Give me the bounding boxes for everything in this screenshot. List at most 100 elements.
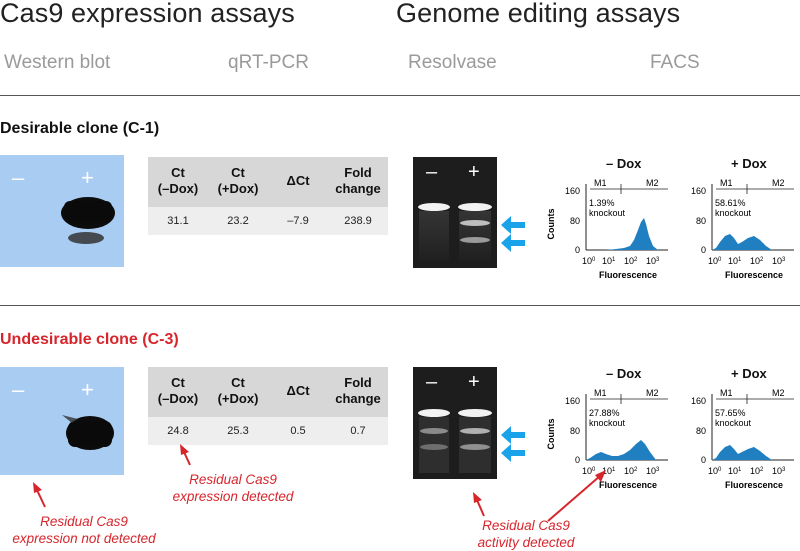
svg-text:M1: M1 xyxy=(594,388,607,398)
plus-sign: + xyxy=(81,165,94,190)
qpcr-value-fold-change: 238.9 xyxy=(344,215,372,227)
minus-sign: – xyxy=(426,161,438,183)
divider-middle xyxy=(0,305,800,306)
svg-text:1.39%: 1.39% xyxy=(589,198,615,208)
svg-text:27.88%: 27.88% xyxy=(589,408,620,418)
svg-text:M1: M1 xyxy=(720,178,733,188)
fluorescence-axis-label: Fluorescence xyxy=(599,480,657,490)
arrow-up-icon xyxy=(33,482,42,493)
note-qpcr-c3: Residual Cas9 expression detected xyxy=(172,472,294,504)
svg-text:102: 102 xyxy=(624,256,638,266)
qpcr-header-delta-ct: ΔCt xyxy=(286,383,310,398)
qpcr-value-row xyxy=(148,417,388,445)
arrow-left-icon xyxy=(501,216,525,234)
qpcr-value-ct-plus: 25.3 xyxy=(227,425,249,437)
clone-title-c1: Desirable clone (C-1) xyxy=(0,120,160,137)
svg-text:103: 103 xyxy=(646,466,660,476)
svg-text:80: 80 xyxy=(696,216,706,226)
svg-text:103: 103 xyxy=(772,256,786,266)
resolvase-gel-c1: – + xyxy=(413,157,497,268)
svg-text:100: 100 xyxy=(582,256,596,266)
fluorescence-axis-label: Fluorescence xyxy=(599,270,657,280)
svg-text:80: 80 xyxy=(570,426,580,436)
svg-text:160: 160 xyxy=(565,396,580,406)
svg-text:58.61%: 58.61% xyxy=(715,198,746,208)
svg-text:103: 103 xyxy=(772,466,786,476)
qpcr-table-c1: Ct (–Dox) Ct (+Dox) ΔCt Fold change 31.1… xyxy=(148,157,388,235)
qpcr-table-c3: Ct (–Dox) Ct (+Dox) ΔCt Fold change 24.8… xyxy=(148,367,388,445)
genome-editing-heading: Genome editing assays xyxy=(396,0,681,28)
facs-plus-dox-label: + Dox xyxy=(731,366,767,381)
svg-text:101: 101 xyxy=(602,466,616,476)
svg-text:M1: M1 xyxy=(720,388,733,398)
qpcr-value-delta-ct: 0.5 xyxy=(290,425,306,437)
qpcr-header-delta-ct: ΔCt xyxy=(286,173,310,188)
qpcr-header-ct-minus: Ct (–Dox) xyxy=(157,165,199,196)
minus-sign: – xyxy=(12,377,25,402)
qrtpcr-subheading: qRT-PCR xyxy=(228,52,309,73)
facs-plot-c1-minus: Counts 160 80 0 M1 M2 1.39% knockout 100… xyxy=(546,178,668,280)
svg-text:100: 100 xyxy=(708,466,722,476)
facs-minus-dox-label: – Dox xyxy=(606,156,642,171)
blue-arrows-c1 xyxy=(501,216,525,252)
svg-text:knockout: knockout xyxy=(589,418,626,428)
plus-sign: + xyxy=(468,371,480,393)
arrow-up-icon xyxy=(473,492,482,503)
arrow-up-icon xyxy=(180,444,189,455)
svg-text:160: 160 xyxy=(565,186,580,196)
qpcr-value-ct-minus: 24.8 xyxy=(167,425,189,437)
minus-sign: – xyxy=(12,165,25,190)
svg-text:100: 100 xyxy=(708,256,722,266)
svg-text:102: 102 xyxy=(624,466,638,476)
western-band-c1 xyxy=(61,197,115,244)
svg-text:M2: M2 xyxy=(646,388,659,398)
svg-text:80: 80 xyxy=(570,216,580,226)
svg-text:M2: M2 xyxy=(772,388,785,398)
facs-plot-c3-minus: Counts 160 80 0 M1 M2 27.88% knockout 10… xyxy=(546,388,668,490)
plus-sign: + xyxy=(468,161,480,183)
svg-text:101: 101 xyxy=(728,466,742,476)
facs-subheading: FACS xyxy=(650,52,700,73)
svg-text:102: 102 xyxy=(750,466,764,476)
qpcr-header-ct-minus: Ct (–Dox) xyxy=(157,375,199,406)
western-blot-c1: – + xyxy=(0,155,124,267)
svg-text:0: 0 xyxy=(701,455,706,465)
svg-text:103: 103 xyxy=(646,256,660,266)
counts-axis-label: Counts xyxy=(546,419,556,450)
qpcr-value-ct-minus: 31.1 xyxy=(167,215,189,227)
western-blot-subheading: Western blot xyxy=(4,52,111,73)
fluorescence-axis-label: Fluorescence xyxy=(725,270,783,280)
svg-text:102: 102 xyxy=(750,256,764,266)
resolvase-gel-c3: – + xyxy=(413,367,497,479)
svg-text:101: 101 xyxy=(728,256,742,266)
gel-bands-c1 xyxy=(418,203,492,261)
counts-axis-label: Counts xyxy=(546,209,556,240)
clone-title-c3: Undesirable clone (C-3) xyxy=(0,331,179,348)
divider-top xyxy=(0,95,800,96)
svg-text:knockout: knockout xyxy=(715,208,752,218)
qpcr-header-row xyxy=(148,157,388,207)
western-blot-c3: – + xyxy=(0,367,124,475)
svg-text:80: 80 xyxy=(696,426,706,436)
svg-text:0: 0 xyxy=(575,455,580,465)
minus-sign: – xyxy=(426,371,438,393)
svg-text:57.65%: 57.65% xyxy=(715,408,746,418)
note-resolvase-c3: Residual Cas9 activity detected xyxy=(477,518,575,550)
arrow-left-icon xyxy=(501,234,525,252)
facs-minus-dox-label: – Dox xyxy=(606,366,642,381)
qpcr-value-fold-change: 0.7 xyxy=(350,425,366,437)
svg-text:0: 0 xyxy=(701,245,706,255)
qpcr-header-fold-change: Fold change xyxy=(335,375,381,406)
svg-text:160: 160 xyxy=(691,186,706,196)
qpcr-header-row xyxy=(148,367,388,417)
arrow-left-icon xyxy=(501,444,525,462)
svg-text:160: 160 xyxy=(691,396,706,406)
facs-plot-c1-plus: 160 80 0 M1 M2 58.61% knockout 100 101 1… xyxy=(691,178,794,280)
gel-bands-c3 xyxy=(418,409,492,473)
note-western-c3: Residual Cas9 expression not detected xyxy=(12,514,156,546)
svg-text:101: 101 xyxy=(602,256,616,266)
blue-arrows-c3 xyxy=(501,426,525,462)
svg-text:knockout: knockout xyxy=(589,208,626,218)
cas9-expression-heading: Cas9 expression assays xyxy=(0,0,295,28)
fluorescence-axis-label: Fluorescence xyxy=(725,480,783,490)
